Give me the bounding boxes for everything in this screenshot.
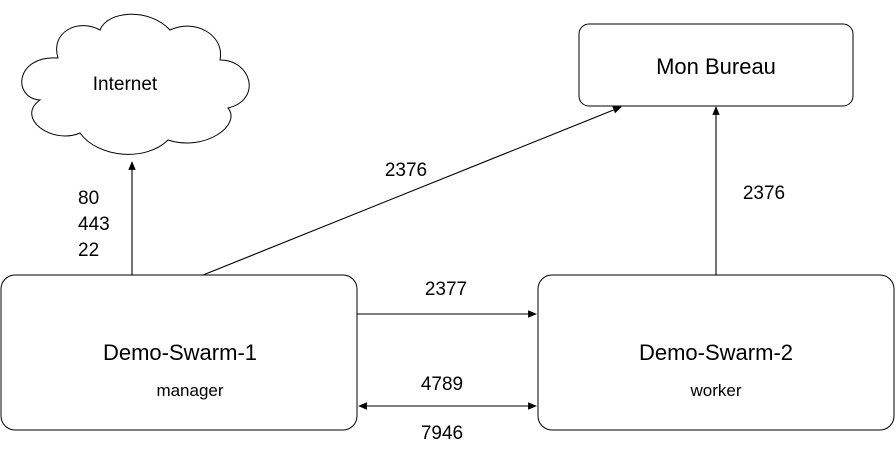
edge-swarm1-bureau-line — [202, 106, 622, 276]
port-label-2376-vertical: 2376 — [743, 183, 785, 204]
port-label-2377: 2377 — [425, 279, 467, 300]
edge-swarm1-internet: 80 443 22 — [78, 161, 136, 275]
swarm2-name: Demo-Swarm-2 — [639, 340, 793, 365]
mon-bureau-node: Mon Bureau — [578, 23, 854, 107]
swarm1-node: Demo-Swarm-1 manager — [0, 274, 358, 431]
swarm2-node: Demo-Swarm-2 worker — [537, 274, 895, 431]
internet-cloud-shape — [21, 13, 250, 155]
swarm2-role: worker — [689, 381, 741, 400]
port-label-22: 22 — [78, 240, 99, 261]
port-label-80: 80 — [78, 188, 99, 209]
swarm1-role: manager — [156, 381, 223, 400]
mon-bureau-box — [578, 23, 854, 107]
port-label-2376-diagonal: 2376 — [385, 160, 427, 181]
port-label-443: 443 — [78, 214, 110, 235]
edge-swarm1-bureau: 2376 — [202, 106, 622, 276]
swarm1-name: Demo-Swarm-1 — [103, 340, 257, 365]
edge-swarm2-bureau: 2376 — [712, 106, 785, 275]
edge-swarm-bidirectional: 4789 7946 — [358, 374, 537, 444]
internet-label: Internet — [93, 74, 158, 95]
edge-swarm1-swarm2: 2377 — [357, 279, 537, 318]
internet-node: Internet — [21, 13, 250, 155]
port-label-4789: 4789 — [421, 374, 463, 395]
port-label-7946: 7946 — [421, 423, 463, 444]
mon-bureau-label: Mon Bureau — [656, 54, 776, 79]
swarm1-box — [0, 274, 358, 431]
